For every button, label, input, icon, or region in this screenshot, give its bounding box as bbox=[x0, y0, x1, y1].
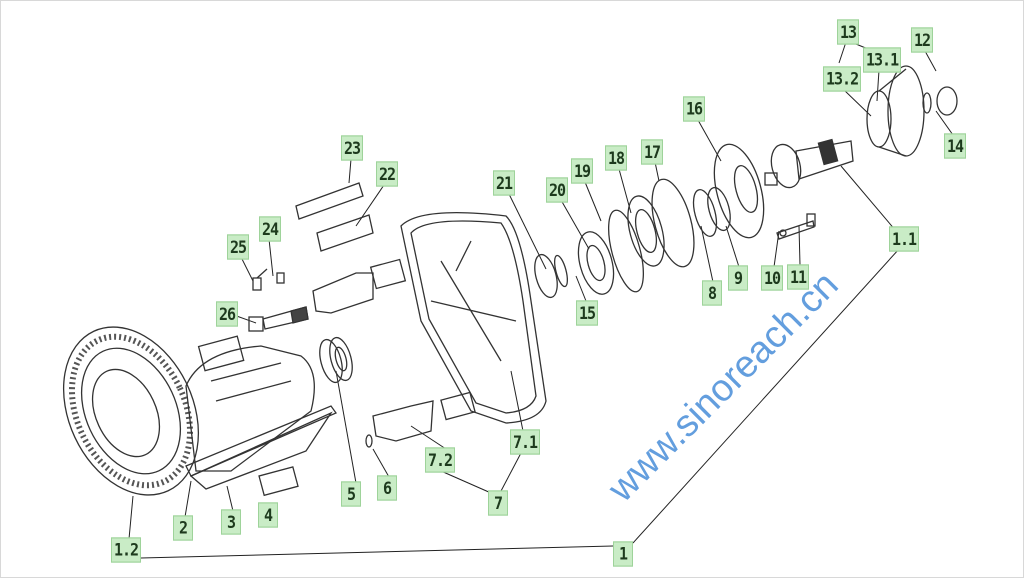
drive-pinion-drawing bbox=[764, 138, 854, 240]
callout-5: 5 bbox=[341, 481, 361, 507]
callout-19: 19 bbox=[571, 158, 594, 184]
callout-13-1: 13.1 bbox=[863, 47, 902, 73]
callout-7: 7 bbox=[488, 490, 508, 516]
ring-gear-drawing bbox=[62, 326, 200, 496]
callout-10: 10 bbox=[761, 265, 784, 291]
callout-25: 25 bbox=[227, 234, 250, 260]
callout-2: 2 bbox=[173, 515, 193, 541]
callout-23: 23 bbox=[341, 135, 364, 161]
callout-3: 3 bbox=[221, 509, 241, 535]
flange-drawing bbox=[866, 65, 958, 157]
callout-7-2: 7.2 bbox=[425, 447, 456, 473]
adjuster-drawing bbox=[365, 400, 434, 448]
callout-26: 26 bbox=[216, 301, 239, 327]
bolt-drawing bbox=[248, 268, 374, 332]
callout-22: 22 bbox=[376, 161, 399, 187]
callout-13: 13 bbox=[837, 19, 860, 45]
bearing-drawing bbox=[319, 336, 353, 384]
callout-18: 18 bbox=[605, 145, 628, 171]
carrier-housing-drawing bbox=[369, 212, 547, 424]
callout-6: 6 bbox=[377, 475, 397, 501]
callout-12: 12 bbox=[911, 27, 934, 53]
shim-drawings bbox=[295, 182, 374, 252]
pinion-bearing-drawings bbox=[534, 143, 765, 299]
callout-9: 9 bbox=[728, 265, 748, 291]
callout-15: 15 bbox=[576, 300, 599, 326]
callout-21: 21 bbox=[493, 170, 516, 196]
callout-7-1: 7.1 bbox=[510, 429, 541, 455]
callout-14: 14 bbox=[944, 133, 967, 159]
callout-8: 8 bbox=[702, 280, 722, 306]
callout-20: 20 bbox=[546, 177, 569, 203]
callout-17: 17 bbox=[641, 139, 664, 165]
callout-24: 24 bbox=[259, 216, 282, 242]
callout-4: 4 bbox=[258, 502, 278, 528]
differential-case-drawing bbox=[185, 335, 337, 497]
callout-1-2: 1.2 bbox=[111, 537, 142, 563]
callout-11: 11 bbox=[787, 264, 810, 290]
callout-16: 16 bbox=[683, 96, 706, 122]
callout-13-2: 13.2 bbox=[823, 66, 862, 92]
callout-1: 1 bbox=[613, 541, 633, 567]
callout-1-1: 1.1 bbox=[889, 226, 920, 252]
